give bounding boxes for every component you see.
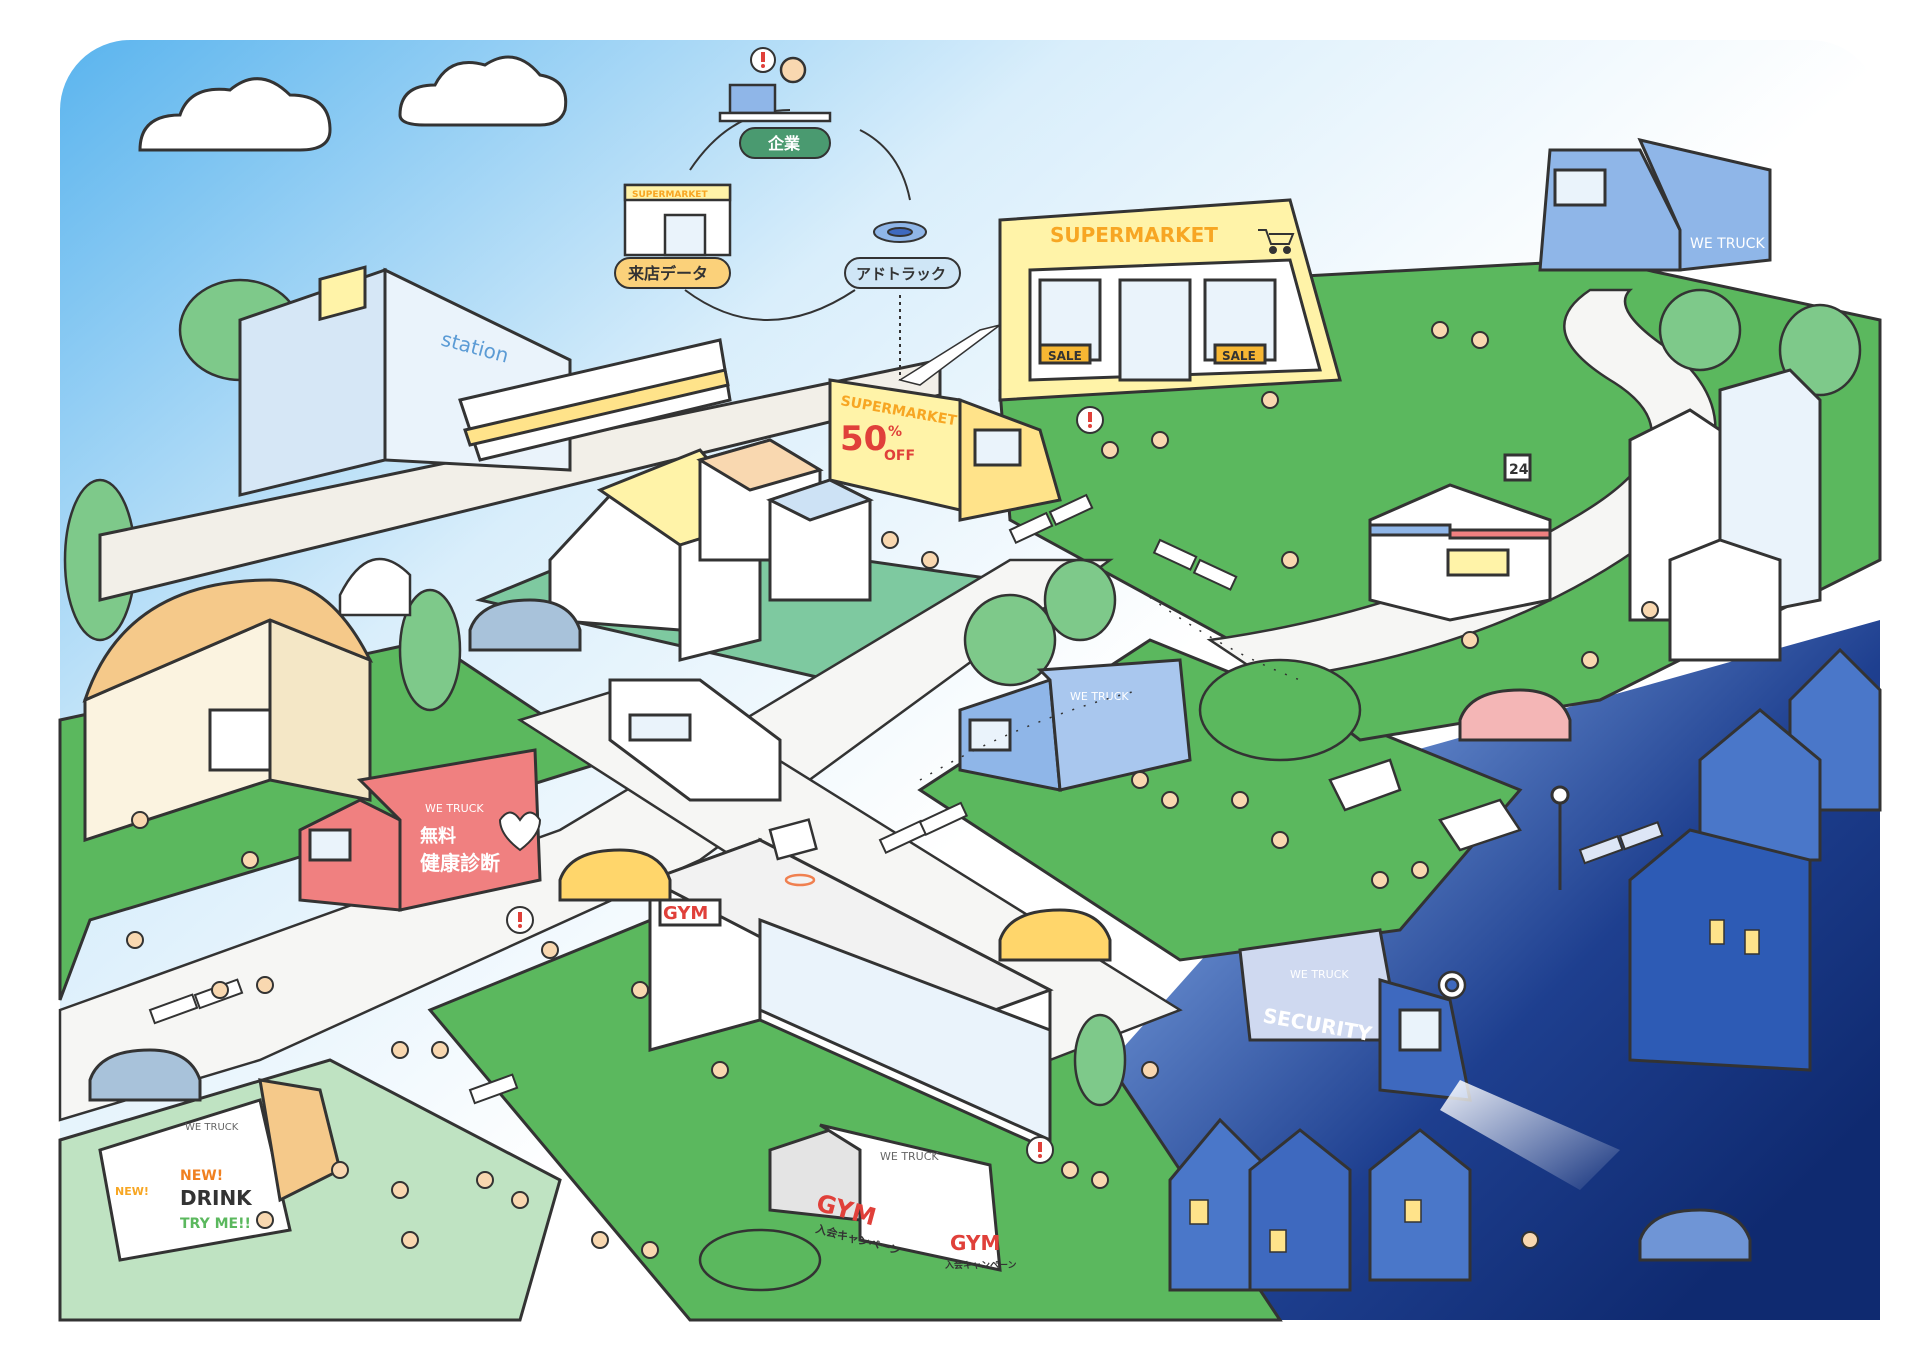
- company-label: 企業: [767, 134, 801, 153]
- supermarket-sign: SUPERMARKET: [1050, 223, 1218, 247]
- sale-sign-left: SALE: [1048, 349, 1082, 363]
- drink-truck: [98, 1078, 342, 1262]
- gym-truck-sub-back: 入会キャンペーン: [944, 1259, 1017, 1271]
- health-truck-free: 無料: [420, 825, 456, 847]
- adtruck-beam: [898, 324, 1001, 386]
- people-group: [126, 321, 1659, 1259]
- mini-supermarket: [623, 183, 732, 257]
- we-truck-top: [1538, 137, 1772, 272]
- drink-truck-new: NEW!: [180, 1168, 223, 1184]
- security-truck-brand: WE TRUCK: [1290, 968, 1349, 981]
- sale-sign-right: SALE: [1222, 349, 1256, 363]
- health-truck-brand: WE TRUCK: [425, 802, 484, 815]
- drink-truck-brand: WE TRUCK: [185, 1122, 239, 1133]
- street-lamp: [1550, 785, 1570, 890]
- visit-data-label: 来店データ: [627, 264, 708, 283]
- house-blue-roof: [766, 478, 874, 602]
- drink-truck-title: DRINK: [180, 1186, 253, 1210]
- cycle-arrow: [859, 129, 911, 201]
- supermarket-truck-discount: 50: [840, 419, 887, 459]
- drink-truck-new-small: NEW!: [115, 1185, 149, 1198]
- library-truck-brand: WE TRUCK: [1070, 690, 1129, 703]
- supermarket-truck-percent: %: [888, 424, 902, 440]
- we-truck-top-brand: WE TRUCK: [1690, 236, 1765, 252]
- alert-mark: [518, 412, 1092, 1158]
- gym-truck: [768, 1123, 1002, 1272]
- convenience-store: [1368, 453, 1552, 622]
- cycle-arrow: [684, 289, 856, 321]
- bus: [608, 678, 782, 802]
- apartment-buildings: [1628, 368, 1822, 662]
- supermarket-truck: [828, 378, 1062, 522]
- night-houses: [1168, 647, 1882, 1292]
- company-pill: [739, 127, 831, 159]
- railway-arch: [338, 557, 412, 617]
- arched-hall: [82, 578, 374, 843]
- car-night: [1638, 1208, 1752, 1262]
- library-truck: [958, 658, 1192, 792]
- gym-truck-title-back: GYM: [950, 1231, 1000, 1255]
- health-truck-title: 健康診断: [420, 851, 500, 875]
- visit-data-pill: [614, 257, 731, 289]
- gym-sign: GYM: [663, 903, 708, 924]
- car-yellow: [558, 848, 1112, 962]
- heart-icon: [498, 811, 542, 852]
- mini-supermarket-sign: SUPERMARKET: [632, 190, 708, 200]
- gym-truck-brand: WE TRUCK: [880, 1150, 939, 1163]
- drink-truck-try: TRY ME!!: [180, 1216, 251, 1232]
- convenience-sign: 24: [1509, 462, 1529, 478]
- adtruck-pill: [844, 257, 961, 289]
- shopping-cart-icon: [1258, 229, 1295, 254]
- cloud-icon: [138, 55, 568, 152]
- lit-windows: [1189, 919, 1760, 1253]
- location-pin-icon: [873, 221, 927, 243]
- car-gray-blue: [88, 598, 582, 1102]
- basketball-hoop-icon: [768, 818, 818, 887]
- car-pink: [1458, 688, 1572, 742]
- security-camera-icon: [1437, 970, 1467, 1000]
- laptop-icon: [718, 56, 832, 123]
- adtruck-label: アドトラック: [856, 265, 946, 283]
- health-check-truck: [298, 748, 542, 912]
- train: [458, 338, 732, 462]
- crosswalk: [148, 493, 1664, 1105]
- cycle-arrow: [689, 109, 791, 171]
- headlight-beam: [1440, 1080, 1620, 1190]
- supermarket-building: [998, 198, 1342, 402]
- alert-icon: [750, 47, 776, 73]
- supermarket-truck-off: OFF: [884, 448, 915, 464]
- park-bench: [1328, 758, 1522, 852]
